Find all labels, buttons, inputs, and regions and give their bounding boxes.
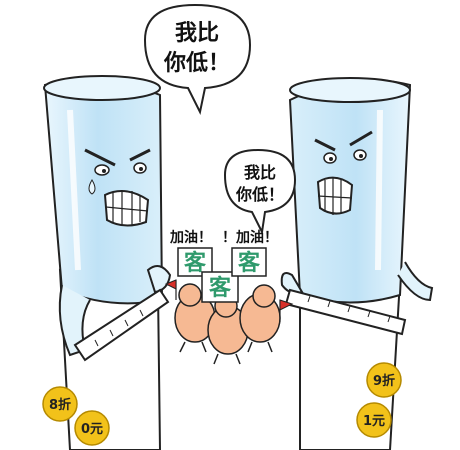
coin-9-zhe: 9折 [366, 362, 402, 398]
coin-0-yuan: 0元 [74, 410, 110, 446]
sign-3-text: 客 [238, 250, 261, 276]
speech-bubble-left-line1: 我比 [175, 21, 219, 46]
right-stick [284, 288, 407, 336]
coin-8-zhe: 8折 [42, 386, 78, 422]
sign-1-text: 客 [184, 250, 207, 276]
chick-crowd [164, 279, 294, 365]
coin-9-zhe-label: 9折 [373, 373, 395, 389]
coin-0-yuan-label: 0元 [81, 422, 103, 437]
sign-3: 客 [231, 247, 267, 277]
speech-bubble-right: 我比 你低！ [223, 148, 297, 236]
coin-8-zhe-label: 8折 [49, 397, 71, 413]
right-tube-character [280, 77, 434, 450]
speech-bubble-right-line2: 你低！ [235, 185, 284, 204]
sign-2: 客 [201, 271, 239, 303]
left-stick [73, 288, 170, 362]
left-tube-character [43, 75, 172, 450]
sign-2-text: 客 [209, 275, 232, 301]
cheer-right: ！加油！ [222, 229, 278, 246]
left-tube-upper [43, 78, 164, 305]
chick [174, 283, 216, 353]
coin-1-yuan-label: 1元 [363, 414, 385, 429]
coin-1-yuan: 1元 [356, 402, 392, 438]
speech-bubble-left: 我比 你低！ [143, 3, 252, 116]
cheer-left: 加油！ [169, 229, 212, 246]
chick [239, 284, 281, 353]
speech-bubble-right-line1: 我比 [244, 163, 276, 182]
speech-bubble-left-line2: 你低！ [163, 51, 230, 76]
